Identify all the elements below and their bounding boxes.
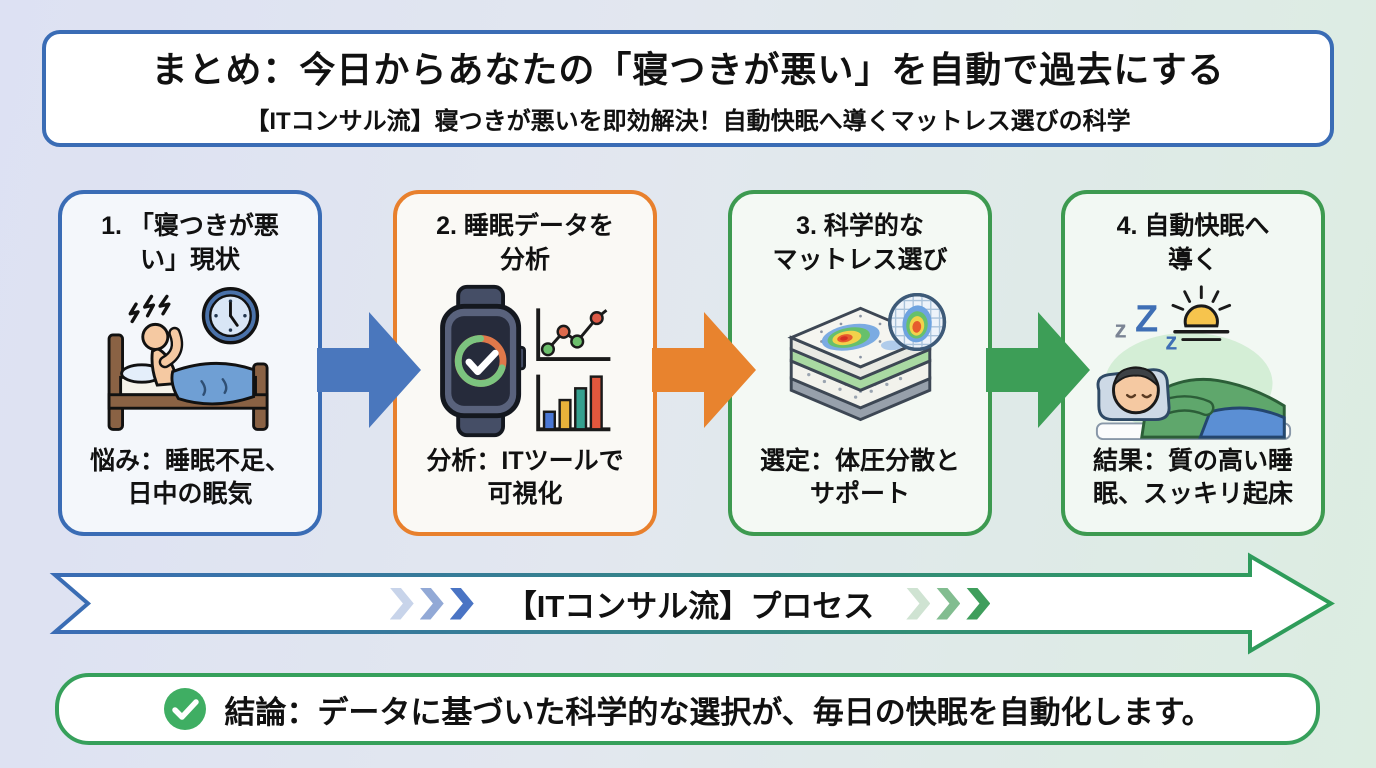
process-banner-label: 【ITコンサル流】プロセス [505, 589, 875, 624]
process-banner-ribbon [49, 552, 1335, 655]
step-card-3-mattress-selection: 3. 科学的な マットレス選び [728, 190, 992, 536]
step-4-title: 4. 自動快眠へ 導く [1116, 212, 1270, 274]
smartwatch-analytics-charts-icon [405, 278, 645, 445]
conclusion-box: 結論：データに基づいた科学的な選択が、毎日の快眠を自動化します。 [55, 673, 1320, 745]
step-card-4-auto-sleep: 4. 自動快眠へ 導く z Z z [1061, 190, 1325, 536]
header-box: まとめ：今日からあなたの「寝つきが悪い」を自動で過去にする 【ITコンサル流】寝… [42, 30, 1334, 147]
process-banner-content: 【ITコンサル流】プロセス [44, 575, 1336, 632]
zzz-letter-gray: z [1114, 316, 1126, 343]
chevron-right-icon [906, 587, 931, 620]
step-4-caption: 結果：質の高い睡 眠、スッキリ起床 [1092, 446, 1293, 509]
step-3-title: 3. 科学的な マットレス選び [772, 212, 948, 274]
conclusion-text: 結論：データに基づいた科学的な選択が、毎日の快眠を自動化します。 [224, 694, 1213, 730]
chevron-right-icon [966, 587, 991, 620]
step-1-caption: 悩み：睡眠不足、 日中の眠気 [89, 446, 290, 509]
step-card-2-analyze-data: 2. 睡眠データを 分析 [393, 190, 657, 536]
step-card-1-current-state: 1. 「寝つきが悪 い」現状 [58, 190, 322, 536]
restless-sleeper-bed-clock-icon [70, 278, 310, 445]
step-2-caption: 分析：ITツールで 可視化 [426, 446, 624, 509]
zzz-letter-big-blue: Z [1134, 298, 1157, 340]
step-1-title: 1. 「寝つきが悪 い」現状 [101, 212, 279, 274]
chevron-right-icon [449, 587, 474, 620]
mattress-pressure-heatmap-icon [740, 278, 980, 445]
page-subtitle: 【ITコンサル流】寝つきが悪いを即効解決！自動快眠へ導くマットレス選びの科学 [245, 108, 1131, 135]
zzz-letter-small-blue: z [1165, 328, 1177, 355]
page-title: まとめ：今日からあなたの「寝つきが悪い」を自動で過去にする [151, 49, 1225, 90]
chevron-right-icon [936, 587, 961, 620]
chevron-right-icon [419, 587, 444, 620]
check-circle-icon [164, 688, 207, 730]
step-2-title: 2. 睡眠データを 分析 [436, 212, 614, 274]
chevron-right-icon [389, 587, 414, 620]
step-3-caption: 選定：体圧分散と サポート [759, 446, 960, 509]
sleeping-person-sunrise-icon: z Z z [1073, 278, 1313, 445]
